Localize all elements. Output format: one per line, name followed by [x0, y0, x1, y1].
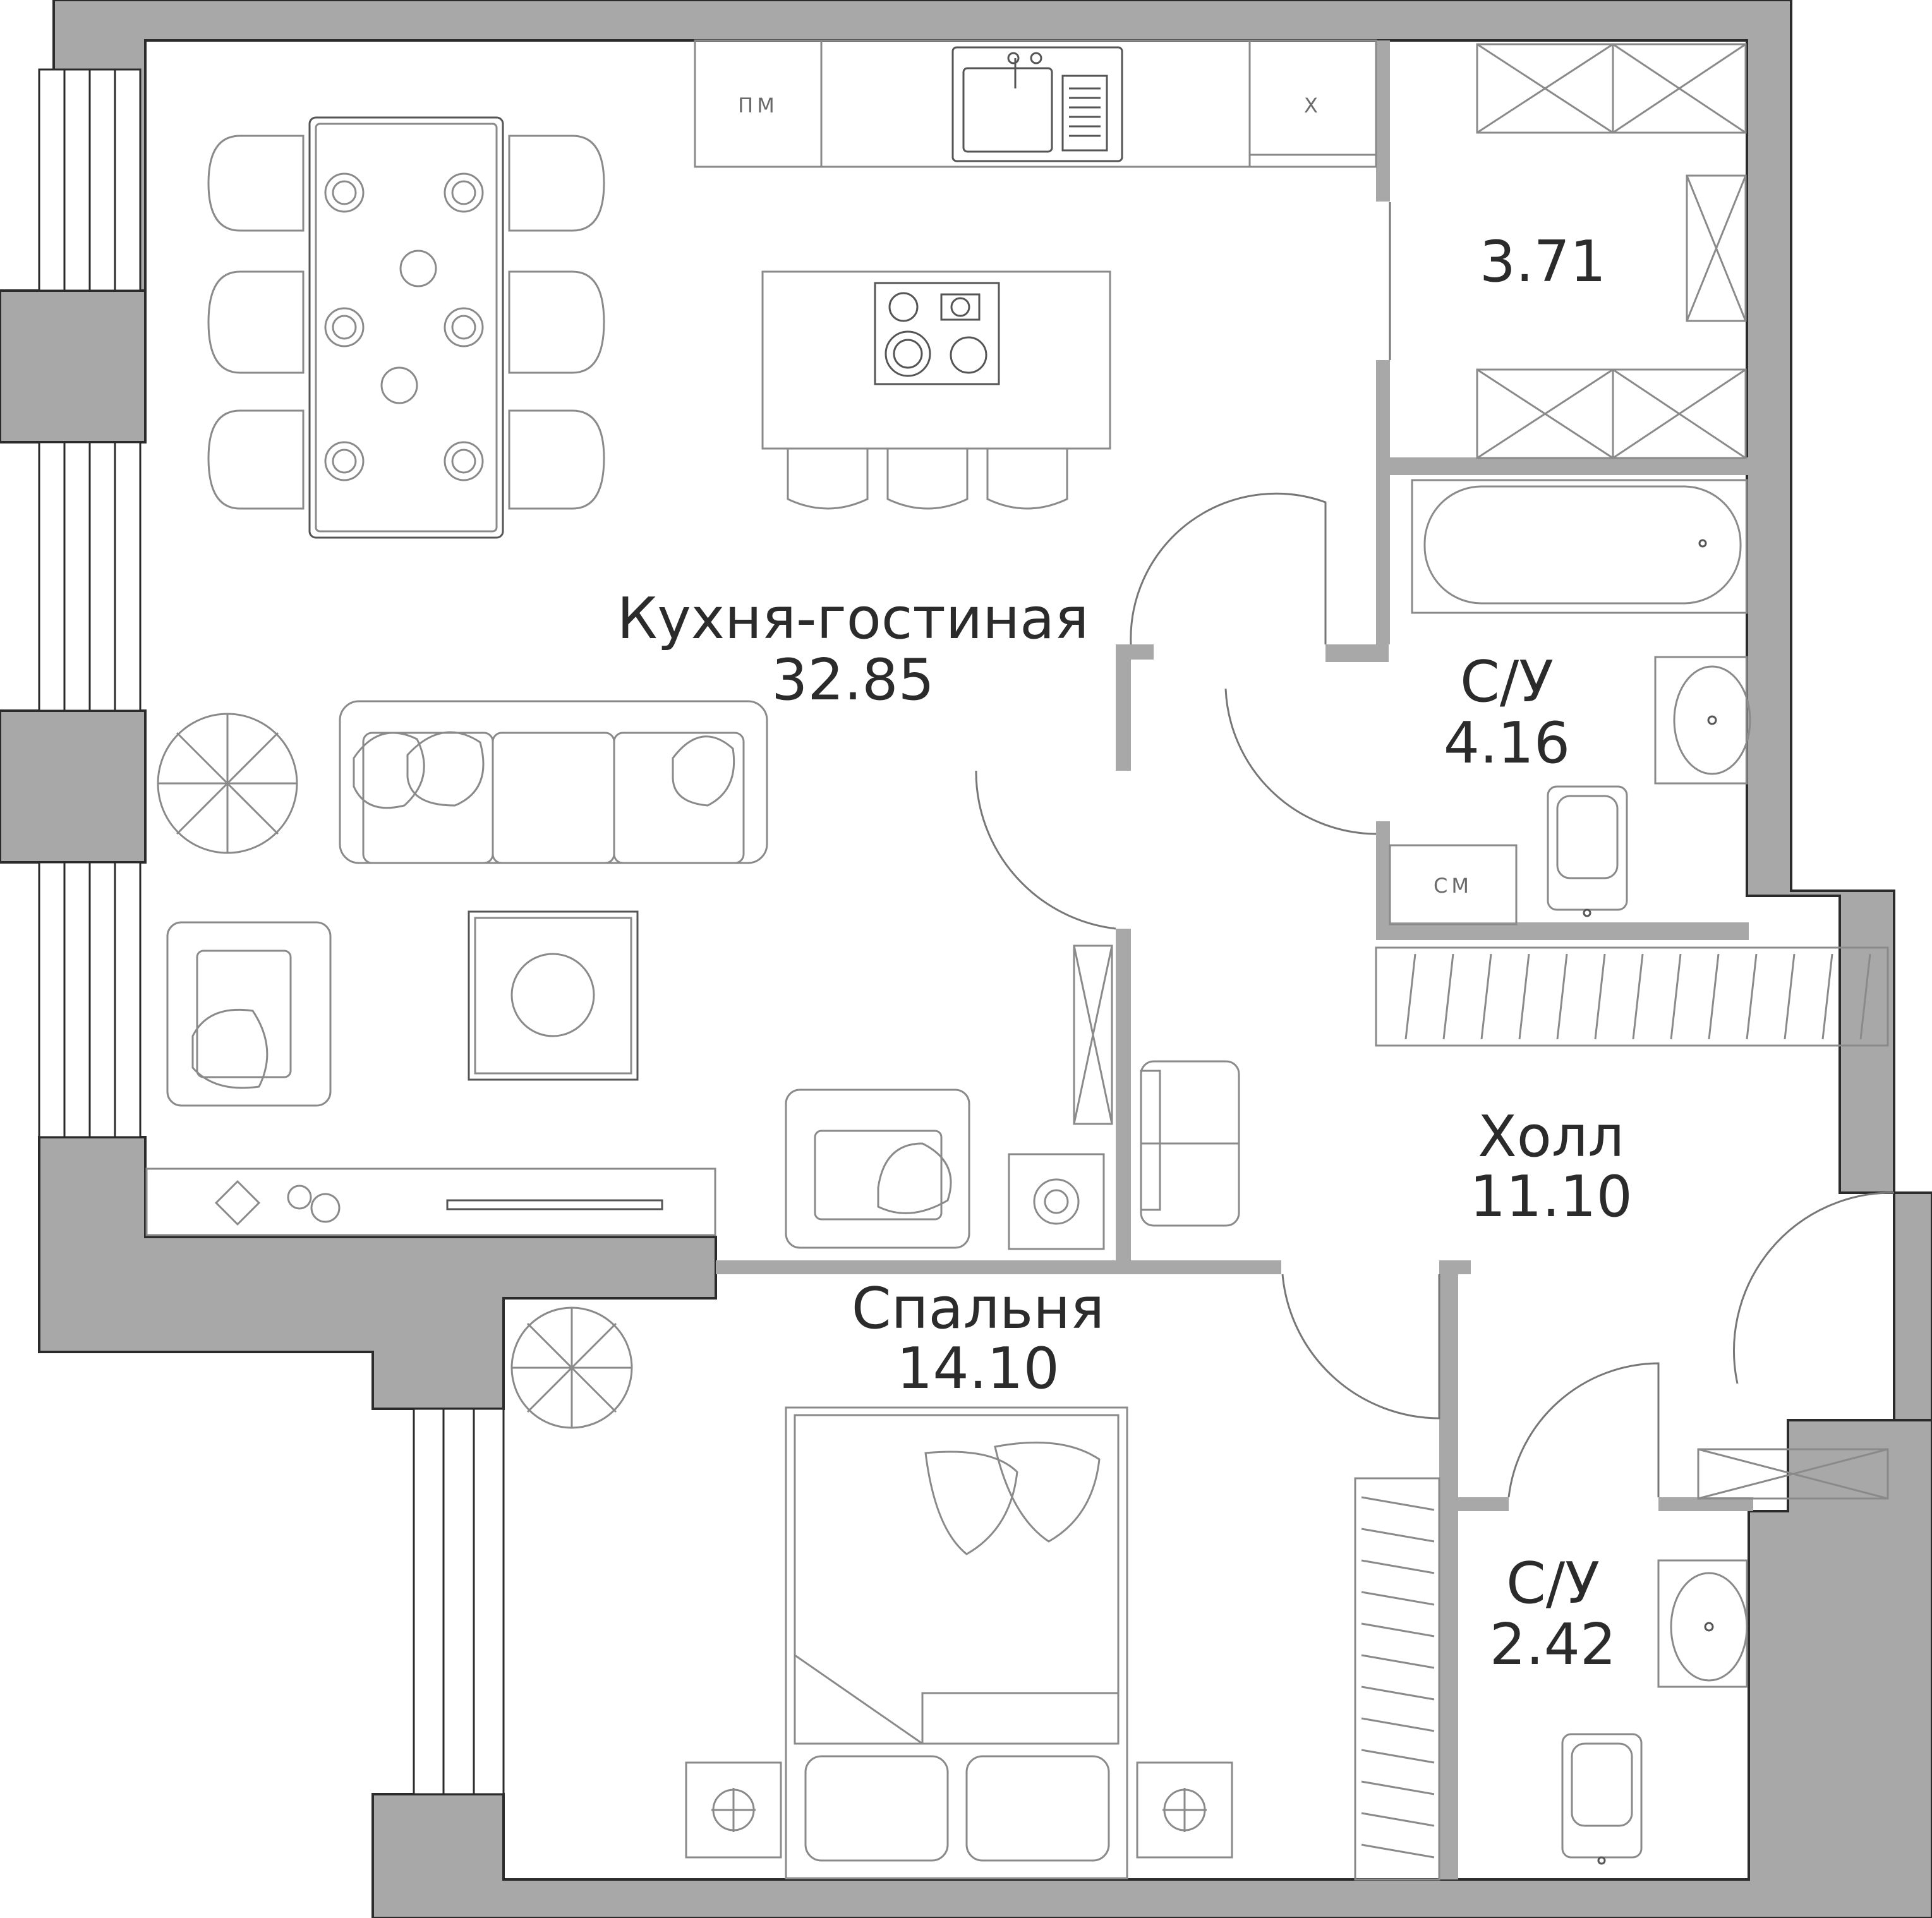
room-area-hall: 11.10 [1470, 1164, 1633, 1230]
sink-icon [951, 46, 1123, 162]
wall-guest-bath-top-right [1658, 1497, 1753, 1511]
doors [975, 202, 1895, 1498]
sofa [339, 700, 768, 864]
wall-bath-stub [1325, 644, 1389, 662]
hob-icon [874, 282, 1000, 385]
washing-machine-label: СМ [1434, 874, 1473, 898]
fridge-label: Х [1304, 93, 1322, 118]
bar-stool [787, 449, 869, 510]
wall-left-1 [0, 289, 147, 443]
kitchen-island [761, 270, 1111, 510]
wall-bottom [371, 1419, 1932, 1918]
wall-left-bottom [38, 1136, 717, 1410]
wall-left-2 [0, 709, 147, 864]
window-bedroom [413, 1408, 505, 1795]
wall-storage-bath [1376, 457, 1749, 475]
wall-bath-bottom [1376, 922, 1749, 940]
wall-corridor-lower [1116, 929, 1131, 1270]
wall-right [1893, 1191, 1932, 1421]
wall-guest-bath-top-left [1439, 1497, 1509, 1511]
bed [785, 1406, 1128, 1879]
wall-guest-bath-left [1439, 1260, 1458, 1879]
wall-bath-left [1376, 467, 1390, 644]
room-labels: Кухня-гостиная 32.85 3.71 С/У 4.16 Холл … [617, 229, 1633, 1678]
room-name-bathroom-main: С/У [1460, 649, 1554, 715]
window-left-top [38, 68, 142, 292]
wall-corridor-cap [1116, 644, 1154, 660]
window-left-bottom [38, 861, 142, 1138]
wall-guest-bath-cap [1439, 1260, 1471, 1274]
room-area-bedroom: 14.10 [897, 1336, 1060, 1402]
armchair [166, 921, 332, 1107]
door-bathroom [1224, 688, 1377, 835]
door-living-hall [975, 770, 1116, 930]
tv-console [145, 1167, 716, 1236]
bar-stool [886, 449, 969, 510]
sink-icon [1654, 656, 1751, 785]
room-area-bathroom-guest: 2.42 [1490, 1612, 1616, 1678]
wall-bedroom-top [716, 1260, 1281, 1274]
storage-shelves [1476, 43, 1747, 459]
wardrobe [1073, 944, 1113, 1125]
dining-table [207, 116, 605, 539]
dresser [1140, 1060, 1240, 1227]
plant-icon [510, 1306, 633, 1429]
door-bedroom [1281, 1274, 1440, 1420]
door-kitchen-hall [1130, 492, 1327, 645]
side-table [1008, 1153, 1105, 1250]
room-name-bedroom: Спальня [852, 1276, 1104, 1342]
wall-bath-left-lower [1376, 821, 1390, 927]
kitchen-counter: ПМ Х [694, 39, 1377, 168]
armchair [785, 1089, 970, 1249]
room-area-kitchen-living: 32.85 [771, 647, 934, 713]
toilet-icon [1561, 1733, 1643, 1865]
bathtub-icon [1411, 479, 1748, 614]
wall-storage-left-top [1376, 40, 1390, 202]
toilet-icon [1547, 785, 1628, 917]
room-name-bathroom-guest: С/У [1506, 1550, 1600, 1617]
interior-walls [716, 40, 1753, 1879]
wall-corridor-left [1116, 644, 1131, 771]
washing-machine: СМ [1389, 844, 1518, 926]
entrance-shelf [1697, 1448, 1889, 1500]
nightstand [1136, 1761, 1233, 1859]
plant-icon [157, 713, 298, 854]
room-area-bathroom-main: 4.16 [1444, 710, 1570, 776]
sink-icon [1657, 1559, 1748, 1688]
room-name-kitchen-living: Кухня-гостиная [617, 586, 1089, 652]
bar-stool [986, 449, 1068, 510]
wall-storage-left-bottom [1376, 360, 1390, 461]
windows [38, 68, 505, 1795]
coffee-table [468, 910, 639, 1081]
nightstand [685, 1761, 782, 1859]
door-guest-bath [1507, 1362, 1660, 1498]
room-name-hall: Холл [1478, 1104, 1624, 1170]
bedroom-wardrobe [1354, 1477, 1440, 1881]
room-area-storage: 3.71 [1480, 229, 1606, 295]
dishwasher-label: ПМ [738, 93, 778, 118]
window-left-middle [38, 441, 142, 712]
door-entrance [1733, 1191, 1895, 1384]
hall-wardrobe [1375, 946, 1889, 1047]
